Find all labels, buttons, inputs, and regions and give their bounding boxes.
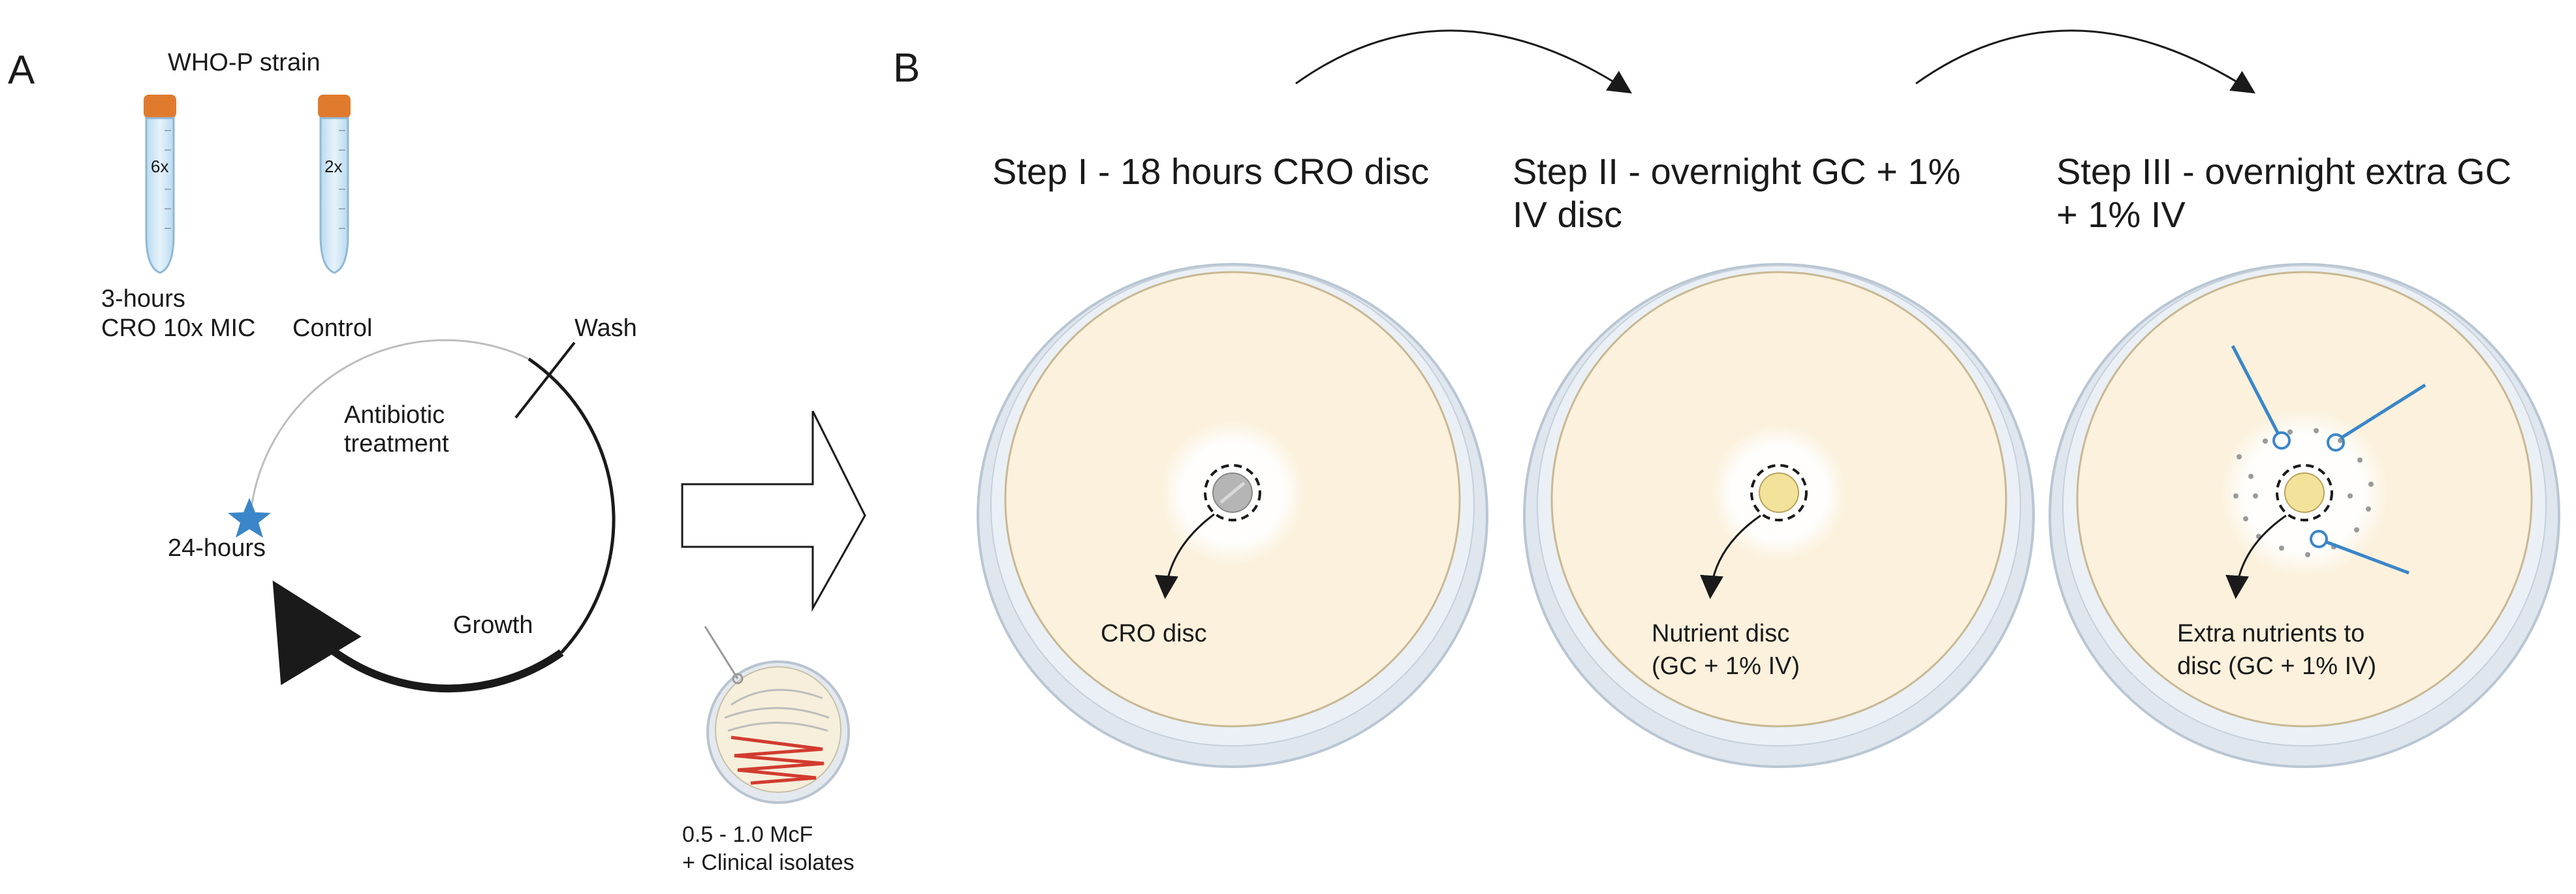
step-3-title-line1: Step III - overnight extra GC	[2056, 151, 2511, 192]
tube-left-mark: 6x	[151, 157, 168, 176]
strain-title: WHO-P strain	[168, 49, 321, 76]
petri-dish-step-2	[1523, 263, 2035, 768]
step-1-title: Step I - 18 hours CRO disc	[992, 151, 1429, 192]
panel-a-letter: A	[8, 48, 35, 93]
growth-label: Growth	[453, 611, 533, 639]
step-3-disc-label-line1: Extra nutrients to	[2177, 620, 2364, 647]
step-1-disc-label: CRO disc	[1101, 620, 1207, 647]
falcon-tube-icon	[144, 95, 176, 274]
falcon-tube-icon	[318, 95, 351, 274]
antibiotic-label-line2: treatment	[344, 430, 449, 457]
step-2-disc-label-line2: (GC + 1% IV)	[1652, 653, 1800, 680]
treated-label-line2: CRO 10x MIC	[101, 315, 255, 342]
antibiotic-label-line1: Antibiotic	[344, 401, 445, 429]
step-3-disc-label-line2: disc (GC + 1% IV)	[2177, 653, 2376, 680]
petri-dish-icon	[704, 626, 850, 804]
step-arrow-2	[1915, 29, 2256, 94]
step-2-disc-label-line1: Nutrient disc	[1652, 620, 1789, 647]
inoculum-line2: + Clinical isolates	[682, 850, 855, 875]
tube-right-mark: 2x	[324, 157, 342, 176]
petri-dish-step-1	[977, 263, 1488, 768]
inoculum-line1: 0.5 - 1.0 McF	[682, 822, 813, 847]
step-arrow-1	[1295, 29, 1633, 94]
arrow-right-icon	[681, 410, 866, 612]
wash-label: Wash	[574, 315, 637, 342]
panel-b-letter: B	[893, 46, 920, 91]
control-label: Control	[292, 315, 373, 342]
step-3-title-line2: + 1% IV	[2056, 194, 2186, 235]
step-2-title-line2: IV disc	[1513, 194, 1622, 235]
cycle-diagram	[249, 339, 616, 693]
step-2-title-line1: Step II - overnight GC + 1%	[1513, 151, 1960, 192]
time-point-label: 24-hours	[168, 534, 266, 562]
petri-dish-step-3	[2049, 263, 2560, 768]
star-icon	[228, 498, 271, 538]
treated-label-line1: 3-hours	[101, 285, 185, 313]
